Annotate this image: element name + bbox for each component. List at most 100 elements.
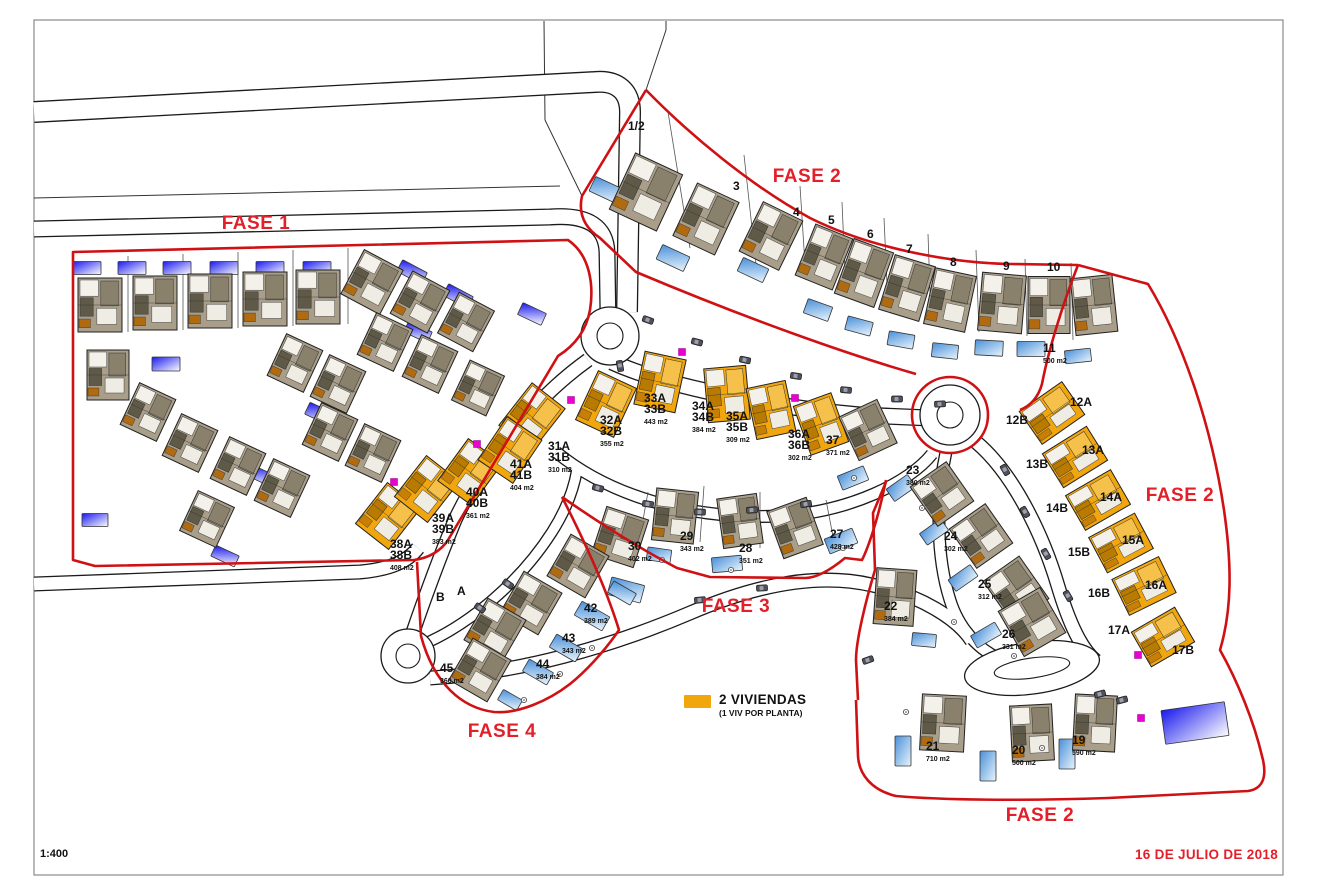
page-border (33, 19, 1284, 876)
lot-line (1024, 258, 1028, 337)
utility-marker (791, 394, 799, 402)
car (746, 506, 758, 514)
duplex-house (745, 379, 797, 441)
duplex-house (633, 350, 687, 414)
terrain-line (543, 20, 546, 121)
plot-label-16A: 16A (1145, 578, 1167, 592)
pool (911, 632, 937, 648)
car (999, 463, 1011, 477)
car (1093, 689, 1107, 699)
plot-label-3: 3 (733, 179, 740, 193)
phase-boundary (854, 481, 888, 701)
house (340, 248, 404, 316)
pool (210, 544, 240, 568)
phase-label-4: FASE 2 (1006, 805, 1074, 826)
road (33, 543, 423, 591)
duplex-house (574, 369, 638, 439)
roundabout-island (596, 322, 624, 350)
house (948, 503, 1014, 569)
phase-boundary (1019, 264, 1080, 412)
pool (1160, 701, 1230, 745)
duplex-house (1064, 468, 1132, 532)
plot-label-1-2: 1/2 (628, 119, 645, 133)
house (919, 693, 967, 753)
pool (844, 315, 874, 337)
house (161, 413, 219, 473)
car (591, 483, 605, 493)
legend-title: 2 VIVIENDAS (719, 692, 807, 707)
utility-marker (390, 478, 398, 486)
duplex-house (1018, 381, 1086, 445)
house (132, 275, 178, 331)
car (799, 499, 813, 509)
car (756, 584, 768, 592)
phase-boundary (561, 479, 888, 580)
phase-boundary (71, 238, 593, 568)
car (641, 500, 655, 508)
road (422, 469, 582, 649)
house (356, 312, 414, 372)
house (209, 436, 267, 496)
plot-label-4: 4 (793, 205, 800, 219)
pool (711, 554, 743, 574)
phase-boundary (854, 263, 1266, 802)
terrain-line (544, 119, 583, 197)
phase-label-2: FASE 2 (773, 166, 841, 187)
road (33, 72, 640, 313)
pool (886, 330, 916, 350)
plot-label-12B: 12B (1006, 413, 1028, 427)
house (833, 237, 895, 309)
plot-label-8: 8 (950, 255, 957, 269)
house (1069, 273, 1119, 337)
phase-boundary (645, 89, 1079, 267)
house (187, 273, 233, 329)
pool (645, 546, 673, 564)
house (738, 200, 804, 272)
plot-label-17A: 17A (1108, 623, 1130, 637)
scale-label: 1:400 (40, 848, 69, 860)
culdesac-island (993, 656, 1071, 680)
house (253, 458, 311, 518)
house (794, 223, 854, 291)
block-letter-A: A (457, 584, 466, 598)
phase-label-5: FASE 3 (702, 596, 770, 617)
pool (117, 261, 147, 275)
house (838, 398, 898, 462)
house (344, 423, 402, 483)
house (178, 489, 236, 549)
utility-marker (678, 348, 686, 356)
plot-label-15A: 15A (1122, 533, 1144, 547)
house (546, 533, 610, 599)
house (295, 269, 341, 325)
utility-marker (1137, 714, 1145, 722)
pool (81, 513, 109, 527)
house (309, 354, 367, 414)
house (997, 586, 1067, 658)
car (1019, 505, 1031, 519)
phase-label-6: FASE 4 (468, 721, 536, 742)
house (266, 333, 324, 393)
plot-label-7: 7 (906, 242, 913, 256)
phase-boundary (579, 89, 917, 376)
car (690, 337, 704, 347)
terrain-line (645, 29, 667, 91)
plot-label-13A: 13A (1082, 443, 1104, 457)
pool (974, 339, 1004, 357)
duplex-house (1041, 425, 1109, 489)
plot-label-6: 6 (867, 227, 874, 241)
house (650, 487, 700, 545)
